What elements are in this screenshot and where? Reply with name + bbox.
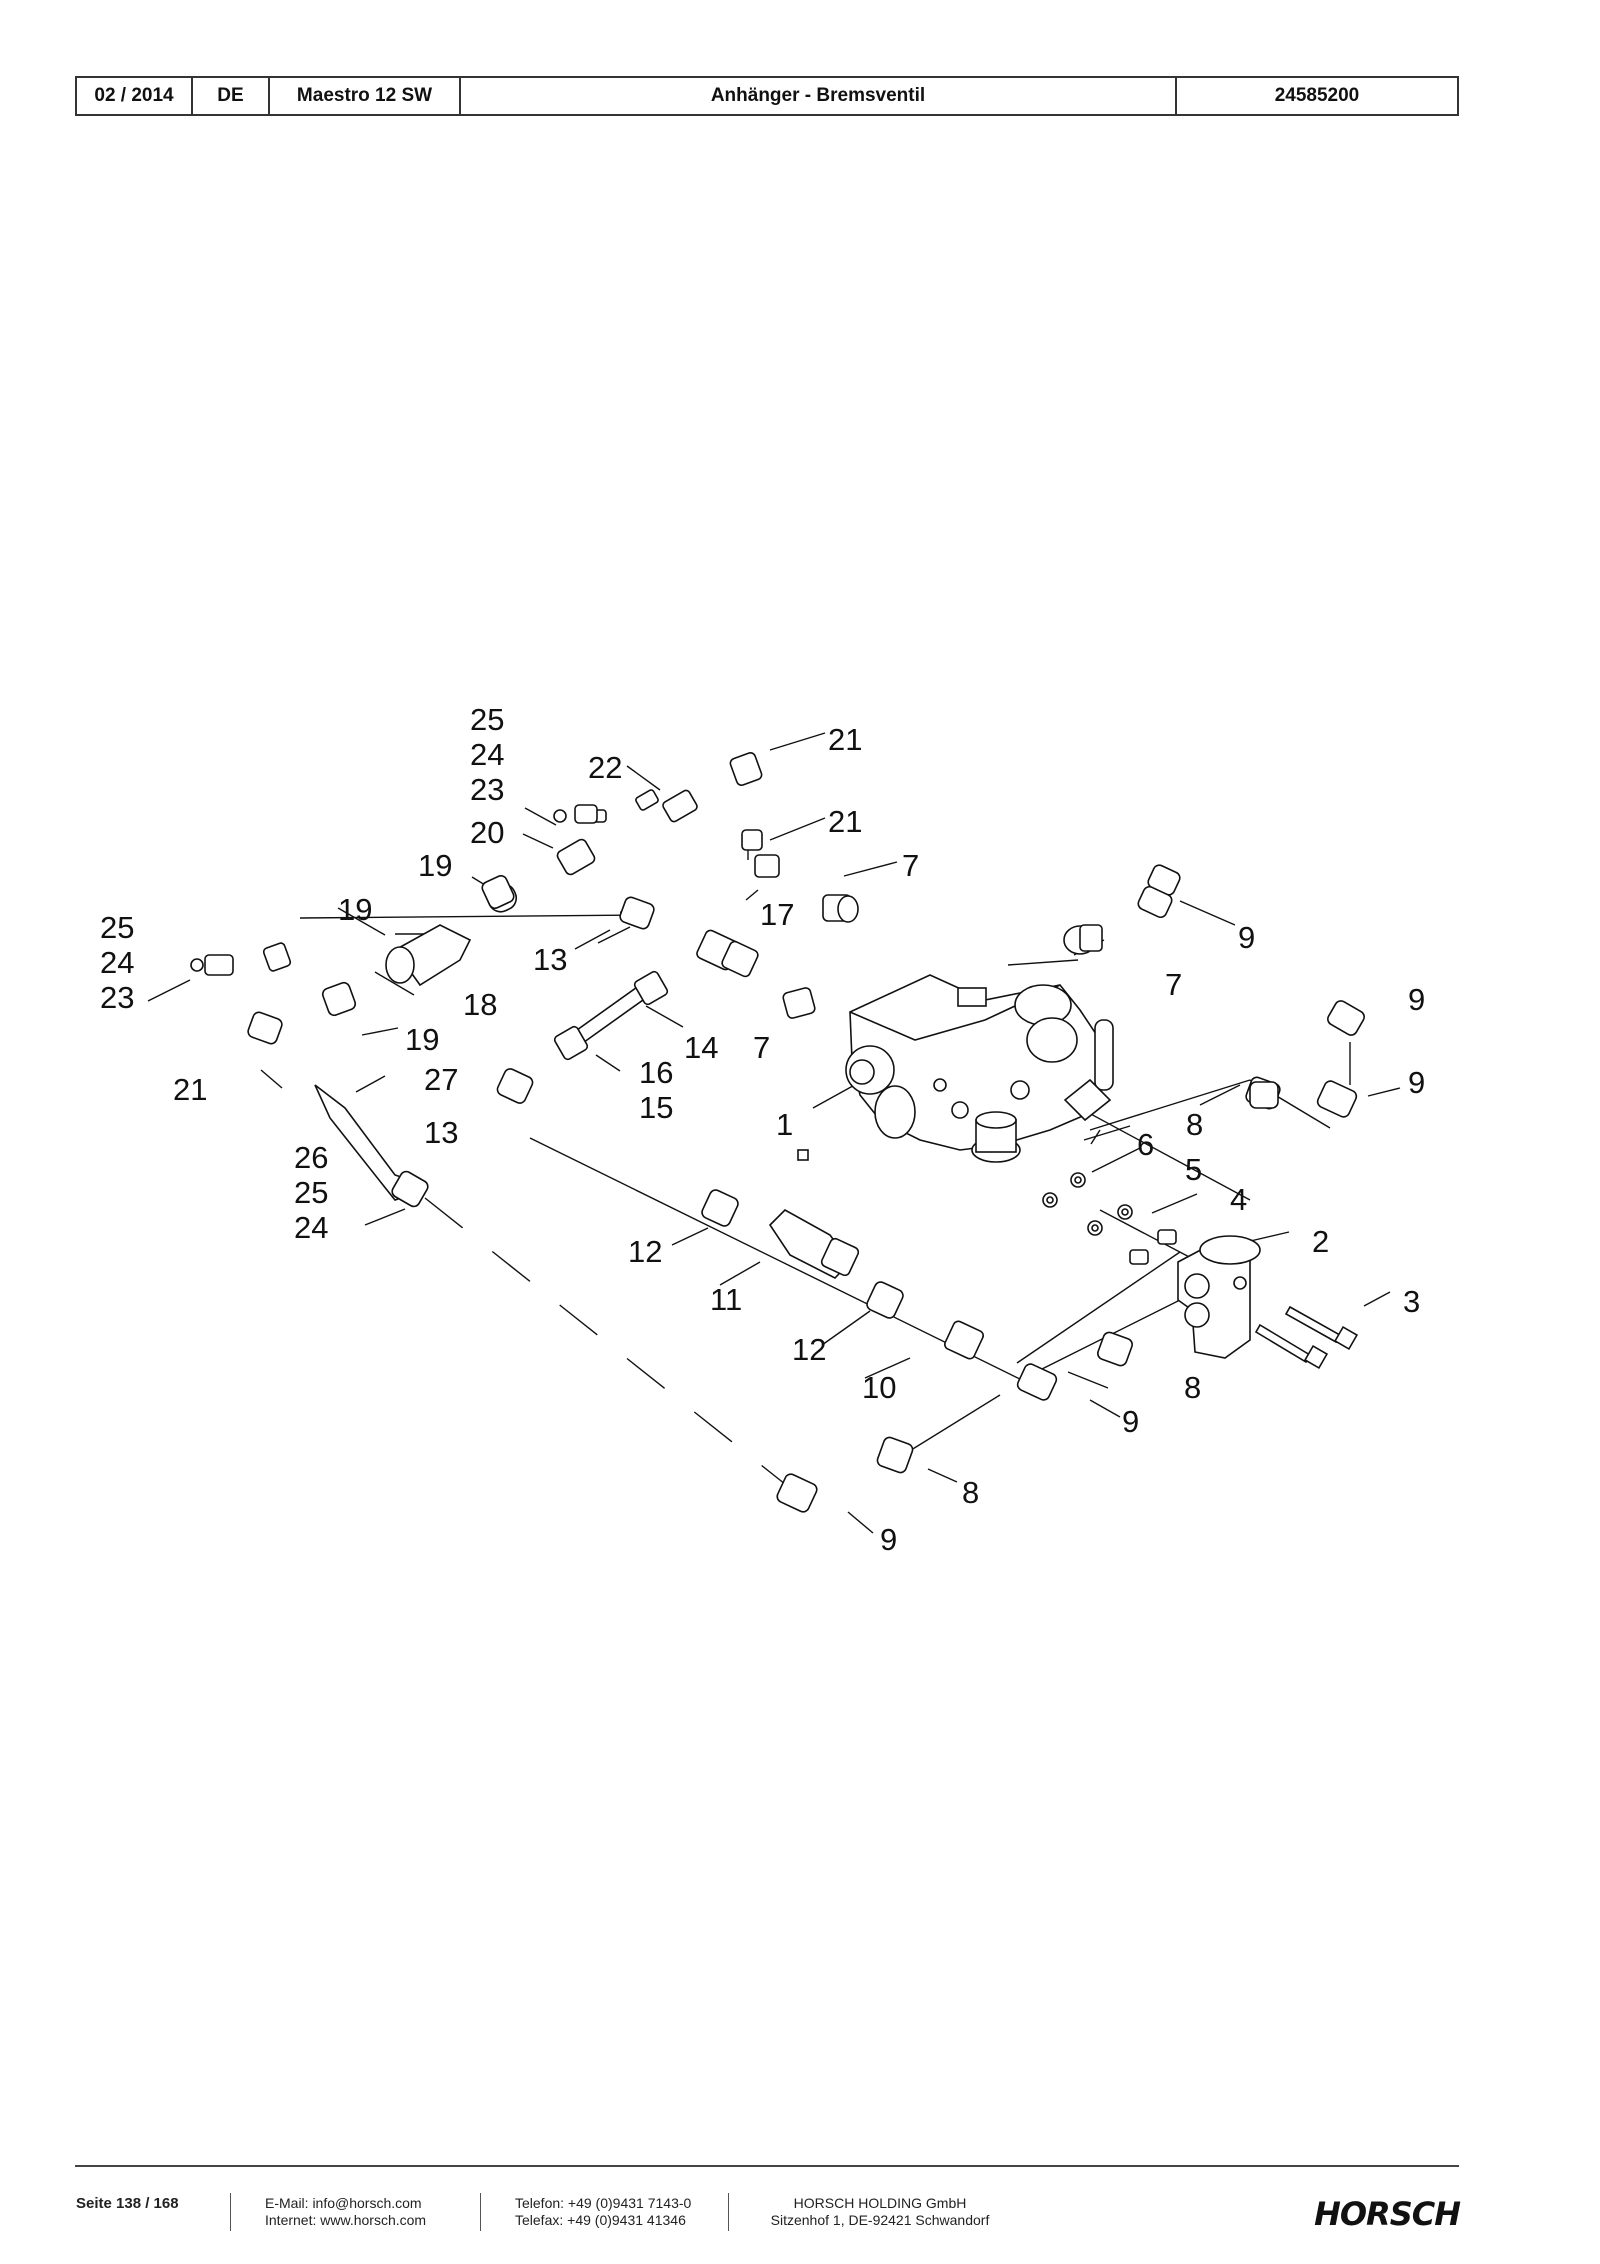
callout: 14 bbox=[684, 1030, 718, 1065]
callout: 15 bbox=[639, 1090, 673, 1125]
callout: 24 bbox=[470, 737, 504, 772]
callout: 1 bbox=[776, 1107, 793, 1142]
callout: 7 bbox=[753, 1030, 770, 1065]
website-link[interactable]: Internet: www.horsch.com bbox=[265, 2212, 427, 2228]
callout: 9 bbox=[1408, 982, 1425, 1017]
distributor-block bbox=[1177, 1235, 1261, 1359]
horsch-logo: HORSCH bbox=[1314, 2195, 1461, 2233]
callout: 19 bbox=[338, 892, 372, 927]
header-date: 02 / 2014 bbox=[77, 78, 193, 114]
callout: 8 bbox=[1184, 1370, 1201, 1405]
callout: 24 bbox=[294, 1210, 328, 1245]
callout: 21 bbox=[828, 722, 862, 757]
callout: 17 bbox=[760, 897, 794, 932]
callout: 20 bbox=[470, 815, 504, 850]
callout: 19 bbox=[405, 1022, 439, 1057]
callout: 12 bbox=[628, 1234, 662, 1269]
company-address: Sitzenhof 1, DE-92421 Schwandorf bbox=[770, 2212, 990, 2228]
callout: 3 bbox=[1403, 1284, 1420, 1319]
footer-contact-web: E-Mail: info@horsch.com Internet: www.ho… bbox=[265, 2195, 426, 2229]
callout: 16 bbox=[639, 1055, 673, 1090]
callout: 26 bbox=[294, 1140, 328, 1175]
header-title: Anhänger - Bremsventil bbox=[461, 78, 1177, 114]
phone-number: Telefon: +49 (0)9431 7143-0 bbox=[515, 2195, 692, 2211]
company-name: HORSCH HOLDING GmbH bbox=[793, 2195, 967, 2211]
footer-rule bbox=[75, 2165, 1459, 2167]
callout: 21 bbox=[173, 1072, 207, 1107]
callout: 7 bbox=[902, 848, 919, 883]
callout: 6 bbox=[1137, 1127, 1154, 1162]
callout: 25 bbox=[294, 1175, 328, 1210]
callout: 12 bbox=[792, 1332, 826, 1367]
callout: 25 bbox=[470, 702, 504, 737]
callout: 21 bbox=[828, 804, 862, 839]
header-table: 02 / 2014 DE Maestro 12 SW Anhänger - Br… bbox=[75, 76, 1459, 116]
callout-numbers: 25 24 23 22 21 21 20 19 7 25 24 23 19 17… bbox=[100, 702, 1425, 1557]
callout: 9 bbox=[1408, 1065, 1425, 1100]
callout: 25 bbox=[100, 910, 134, 945]
footer-divider bbox=[480, 2193, 481, 2231]
nuts-washers bbox=[1042, 1172, 1177, 1265]
header-model: Maestro 12 SW bbox=[270, 78, 461, 114]
fittings bbox=[190, 752, 1365, 1513]
callout: 9 bbox=[1122, 1404, 1139, 1439]
footer-contact-phone: Telefon: +49 (0)9431 7143-0 Telefax: +49… bbox=[515, 2195, 691, 2229]
page-number: Seite 138 / 168 bbox=[76, 2195, 179, 2212]
callout: 4 bbox=[1230, 1182, 1247, 1217]
header-part-number: 24585200 bbox=[1274, 85, 1360, 106]
fax-number: Telefax: +49 (0)9431 41346 bbox=[515, 2212, 686, 2228]
brake-valve-body bbox=[845, 974, 1114, 1163]
bolts bbox=[1254, 1305, 1359, 1370]
callout: 11 bbox=[710, 1282, 742, 1317]
footer-divider bbox=[230, 2193, 231, 2231]
callout: 27 bbox=[424, 1062, 458, 1097]
callout: 13 bbox=[424, 1115, 458, 1150]
callout: 9 bbox=[1238, 920, 1255, 955]
email-link[interactable]: E-Mail: info@horsch.com bbox=[265, 2195, 422, 2211]
callout: 23 bbox=[100, 980, 134, 1015]
callout: 13 bbox=[533, 942, 567, 977]
callout: 24 bbox=[100, 945, 134, 980]
callout: 8 bbox=[962, 1475, 979, 1510]
callout: 18 bbox=[463, 987, 497, 1022]
callout: 5 bbox=[1185, 1152, 1202, 1187]
leader-lines bbox=[147, 732, 1401, 1534]
callout: 9 bbox=[880, 1522, 897, 1557]
footer-address: HORSCH HOLDING GmbH Sitzenhof 1, DE-9242… bbox=[765, 2195, 995, 2229]
callout: 7 bbox=[1165, 967, 1182, 1002]
callout: 10 bbox=[862, 1370, 896, 1405]
callout: 8 bbox=[1186, 1107, 1203, 1142]
callout: 23 bbox=[470, 772, 504, 807]
header-language: DE bbox=[193, 78, 270, 114]
callout: 19 bbox=[418, 848, 452, 883]
footer-divider bbox=[728, 2193, 729, 2231]
callout: 22 bbox=[588, 750, 622, 785]
callout: 2 bbox=[1312, 1224, 1329, 1259]
